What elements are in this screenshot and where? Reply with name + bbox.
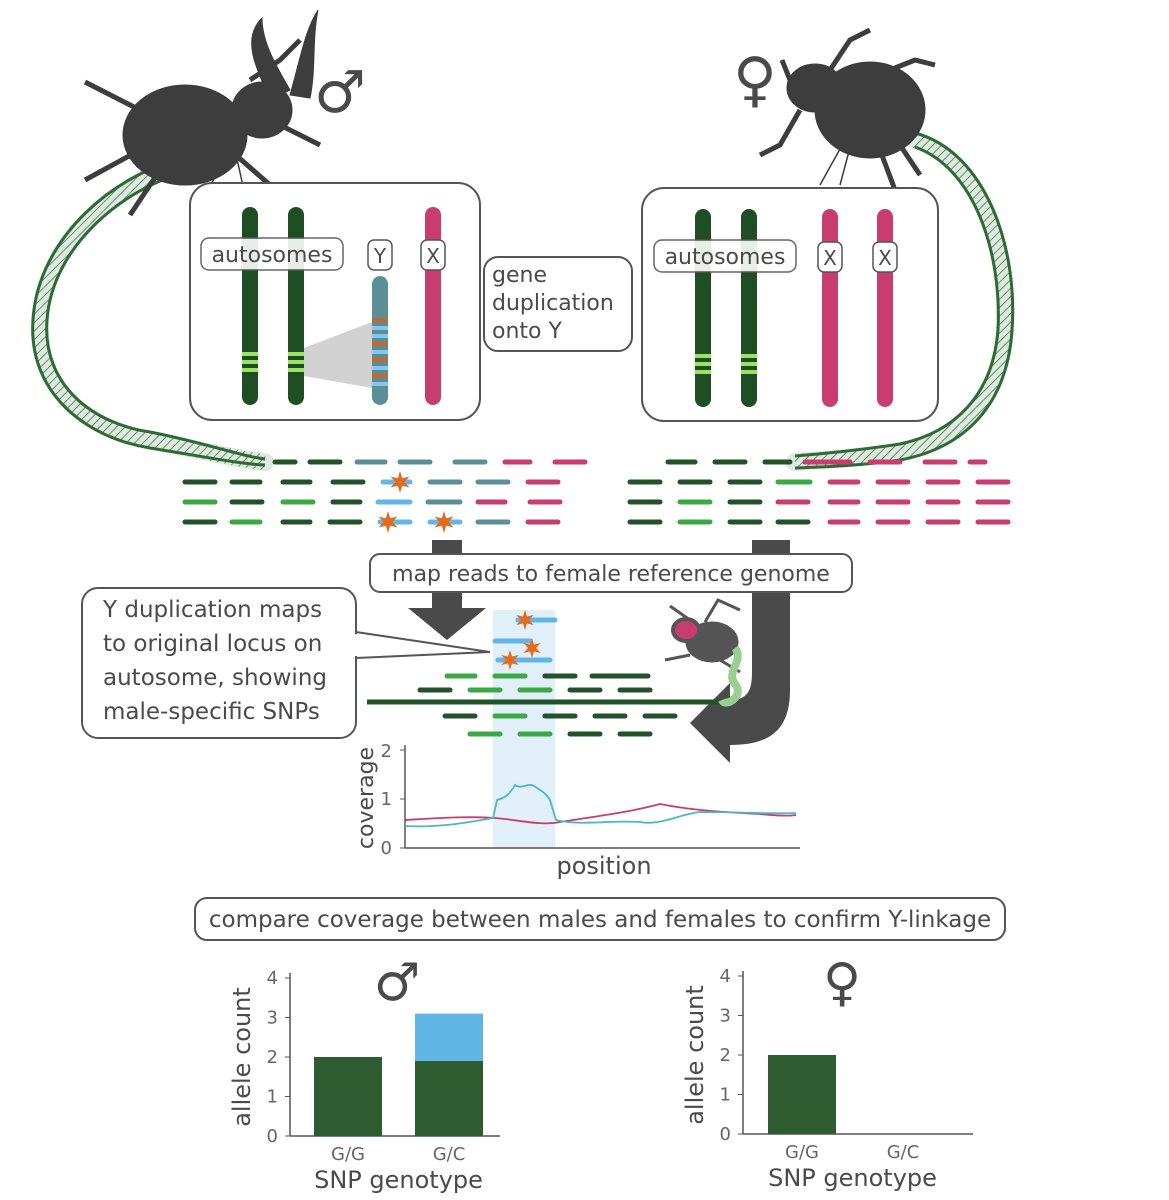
y-tick-label: 2 <box>720 1045 731 1066</box>
chart-xlabel: SNP genotype <box>314 1166 483 1194</box>
male-reads <box>182 459 588 533</box>
y-tick-label: 1 <box>267 1087 278 1108</box>
y-duplication-callout <box>81 587 357 739</box>
female-autosomes-label: autosomes <box>665 245 786 270</box>
coverage-tick-0: 0 <box>381 838 392 859</box>
chart-sex-symbol: ♂ <box>374 953 421 1013</box>
coverage-xlabel: position <box>556 852 651 880</box>
y-tick-label: 0 <box>720 1124 731 1145</box>
duplication-link <box>304 322 372 388</box>
coverage-tick-1: 1 <box>381 789 392 810</box>
small-beetle-icon <box>664 598 741 674</box>
snp-star-icon <box>378 511 398 533</box>
y-tick-label: 2 <box>267 1047 278 1068</box>
svg-text:gene duplication onto: gene duplication onto Y <box>492 263 621 344</box>
female-beetle-icon <box>758 27 936 191</box>
category-label: G/C <box>433 1144 466 1165</box>
female-x1-label: X <box>823 246 837 270</box>
y-tick-label: 4 <box>267 968 278 989</box>
y-chromosome <box>372 276 388 405</box>
y-label: Y <box>373 244 387 268</box>
male-x-label: X <box>426 244 440 268</box>
snp-star-icon <box>501 650 519 670</box>
map-reads-label: map reads to female reference genome <box>392 562 830 587</box>
female-karyotype-box <box>641 187 939 422</box>
chart-ylabel: allele count <box>228 987 256 1127</box>
category-label: G/C <box>887 1142 920 1163</box>
y-tick-label: 1 <box>720 1085 731 1106</box>
y-tick-label: 4 <box>720 966 731 987</box>
gene-duplication-callout <box>483 256 633 352</box>
snp-star-icon <box>516 610 534 630</box>
female-reads <box>627 459 1011 525</box>
chart-ylabel: allele count <box>681 985 709 1125</box>
female-x-chromosome-2 <box>877 209 893 407</box>
mapped-reads <box>417 610 678 737</box>
y-callout-line-4: male-specific SNPs <box>103 699 320 725</box>
chart-xlabel: SNP genotype <box>768 1164 937 1192</box>
map-reads-box <box>369 553 853 593</box>
coverage-line-female <box>404 803 797 825</box>
female-x-chromosome-1 <box>822 209 838 407</box>
coverage-line-male <box>404 783 797 828</box>
snp-star-icon <box>523 638 541 658</box>
callout-line-2: duplication <box>492 291 614 316</box>
y-callout-line-2: to original locus on <box>103 631 322 657</box>
female-symbol-top: ♀ <box>733 45 777 115</box>
female-autosome-2 <box>741 209 757 407</box>
compare-coverage-label: compare coverage between males and femal… <box>209 907 991 933</box>
male-autosome-1 <box>242 207 258 405</box>
bar <box>415 1060 483 1136</box>
y-callout-line-3: autosome, showing <box>103 665 327 691</box>
female-x2-label: X <box>878 246 892 270</box>
compare-coverage-box <box>194 897 1006 941</box>
bar <box>768 1055 836 1134</box>
small-dna-icon <box>718 645 742 707</box>
snp-star-icon <box>434 511 454 533</box>
duplication-highlight <box>493 610 555 848</box>
arrow-right-curve <box>690 540 790 763</box>
y-callout-line-1: Y duplication maps <box>102 597 322 623</box>
y-tick-label: 3 <box>267 1008 278 1029</box>
callout-line-3: onto Y <box>492 319 562 344</box>
snp-star-icon <box>390 471 410 493</box>
bar <box>415 1013 483 1061</box>
y-tick-label: 0 <box>267 1126 278 1147</box>
male-x-chromosome <box>425 207 441 405</box>
female-autosome-1 <box>695 209 711 407</box>
male-autosomes-label: autosomes <box>212 243 333 268</box>
male-autosome-2 <box>288 207 304 405</box>
svg-text:Y duplication maps to orig: Y duplication maps to original locus on … <box>102 597 334 725</box>
female-dna-strand <box>786 131 1015 471</box>
coverage-plot: 0 1 2 coverage position <box>354 741 800 880</box>
category-label: G/G <box>331 1144 365 1165</box>
y-tick-label: 3 <box>720 1006 731 1027</box>
bar <box>314 1057 382 1136</box>
category-label: G/G <box>785 1142 819 1163</box>
coverage-tick-2: 2 <box>381 741 392 762</box>
coverage-ylabel: coverage <box>354 747 379 849</box>
male-symbol-top: ♂ <box>314 58 366 126</box>
male-dna-strand <box>30 156 274 471</box>
chart-sex-symbol: ♀ <box>823 953 861 1013</box>
callout-line-1: gene <box>492 263 547 288</box>
